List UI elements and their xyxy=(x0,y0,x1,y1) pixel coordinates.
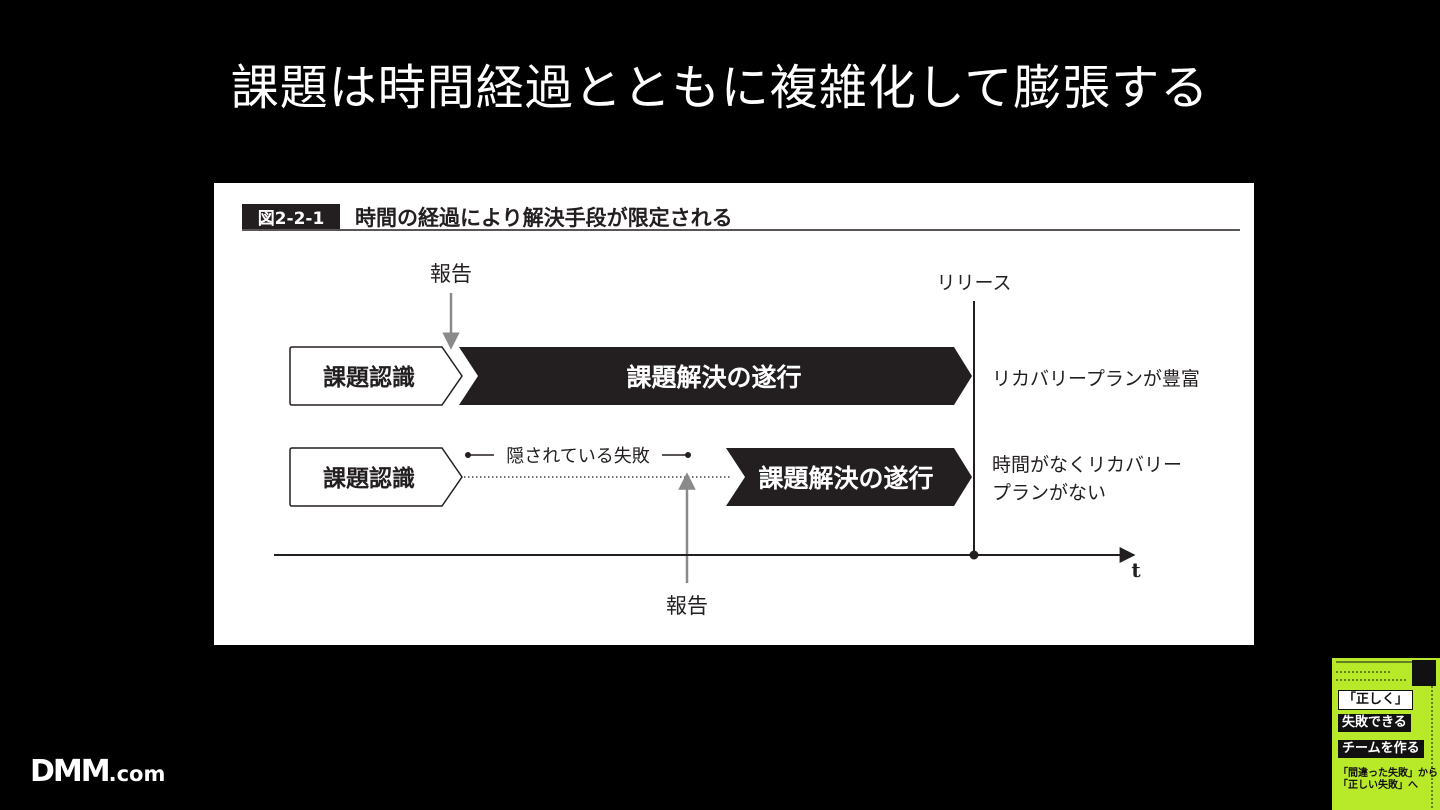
book-subtitle-line1: 「間違った失敗」から xyxy=(1338,768,1438,779)
row1-execution-shape xyxy=(459,347,972,405)
report-label-top: 報告 xyxy=(430,262,472,286)
book-cover: 「正しく」 失敗できる チームを作る 「間違った失敗」から 「正しい失敗」へ xyxy=(1332,658,1440,810)
release-point xyxy=(969,550,979,560)
row2-outcome-line1: 時間がなくリカバリー xyxy=(992,454,1182,476)
release-label: リリース xyxy=(936,272,1011,294)
book-cover-pattern xyxy=(1336,660,1436,808)
book-title-line2: 失敗できる xyxy=(1338,714,1411,732)
row2-recognition-shape xyxy=(289,447,463,507)
diagram: 図2-2-1 時間の経過により解決手段が限定される 報告 リリース 課題認識 課… xyxy=(242,204,1240,618)
figure-panel: 図2-2-1 時間の経過により解決手段が限定される 報告 リリース 課題認識 課… xyxy=(214,183,1254,645)
hidden-failure-right-dot xyxy=(685,452,691,458)
row1-recognition-shape xyxy=(289,346,463,406)
row2-recognition: 課題認識 xyxy=(323,465,415,492)
hidden-failure-label: 隠されている失敗 xyxy=(506,446,649,467)
row2-execution-shape xyxy=(726,448,972,506)
row1-execution: 課題解決の遂行 xyxy=(626,363,801,392)
dmm-logo: DMM.com xyxy=(30,754,165,789)
row2-outcome-line2: プランがない xyxy=(992,482,1106,504)
figure-label: 図2-2-1 xyxy=(258,209,325,229)
book-title-line1: 「正しく」 xyxy=(1338,690,1414,710)
slide-title: 課題は時間経過とともに複雑化して膨張する xyxy=(230,60,1210,116)
dmm-logo-brand: DMM xyxy=(30,754,111,789)
row1-outcome: リカバリープランが豊富 xyxy=(992,368,1200,390)
axis-t-label: t xyxy=(1131,558,1141,582)
figure-caption: 時間の経過により解決手段が限定される xyxy=(355,206,733,230)
dmm-logo-tld: .com xyxy=(108,762,166,786)
book-subtitle: 「間違った失敗」から 「正しい失敗」へ xyxy=(1338,768,1438,792)
book-subtitle-line2: 「正しい失敗」へ xyxy=(1338,780,1418,791)
row1-recognition: 課題認識 xyxy=(323,364,415,391)
report-label-bottom: 報告 xyxy=(666,594,708,618)
book-title-line3: チームを作る xyxy=(1338,740,1424,758)
row2-execution: 課題解決の遂行 xyxy=(758,464,933,493)
figure-label-box xyxy=(242,204,340,229)
